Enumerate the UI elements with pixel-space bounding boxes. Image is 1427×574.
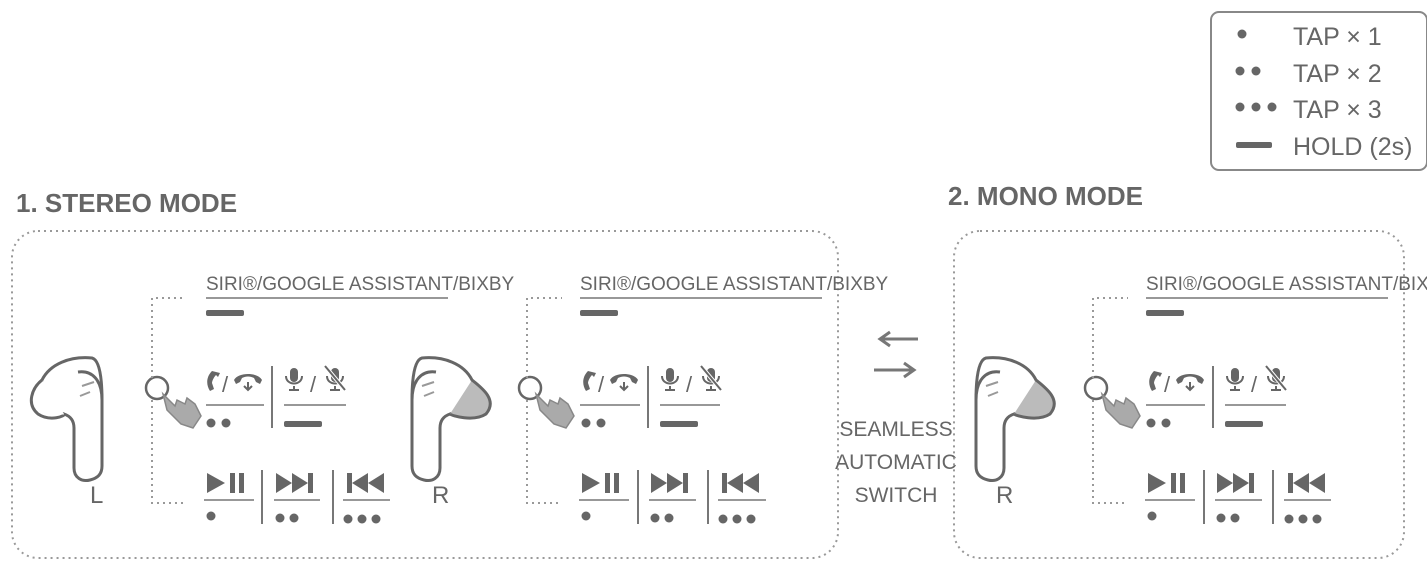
mic-mute-icon bbox=[1264, 364, 1288, 392]
legend-box bbox=[1210, 11, 1427, 171]
svg-text:/: / bbox=[310, 372, 317, 397]
legend-label-tap1: TAP × 1 bbox=[1293, 23, 1382, 51]
mic-icon bbox=[1226, 367, 1244, 391]
double-dot-icon bbox=[1235, 66, 1245, 76]
mic-icon bbox=[285, 367, 303, 391]
play-pause-icon bbox=[207, 473, 244, 493]
next-track-icon bbox=[651, 473, 688, 493]
stereo-dotted-frame bbox=[11, 230, 839, 559]
right-earbud-label: R bbox=[432, 482, 449, 509]
phone-hangup-icon bbox=[233, 373, 263, 391]
previous-track-icon bbox=[722, 473, 759, 493]
stereo-mode-panel: L SIRI®/GOOGLE ASSISTANT/BIXBY / / bbox=[11, 230, 889, 559]
previous-track-icon bbox=[347, 473, 384, 493]
switch-label-line3: SWITCH bbox=[855, 484, 938, 507]
earbud-icon bbox=[28, 356, 104, 482]
phone-answer-icon bbox=[583, 371, 596, 391]
hand-tap-icon bbox=[517, 375, 576, 430]
svg-text:/: / bbox=[598, 372, 605, 397]
mono-assistant-label: SIRI®/GOOGLE ASSISTANT/BIXBY bbox=[1146, 274, 1427, 295]
phone-answer-icon bbox=[1149, 371, 1162, 391]
mono-mode-title: 2. MONO MODE bbox=[948, 181, 1143, 211]
next-track-icon bbox=[276, 473, 313, 493]
arrow-right-icon bbox=[874, 361, 917, 379]
triple-dot-icon bbox=[1235, 102, 1245, 112]
switch-label-line2: AUTOMATIC bbox=[835, 451, 957, 474]
previous-track-icon bbox=[1288, 473, 1325, 493]
play-pause-icon bbox=[582, 473, 619, 493]
earbud-icon bbox=[410, 356, 492, 482]
phone-hangup-icon bbox=[1175, 373, 1205, 391]
svg-text:/: / bbox=[222, 372, 229, 397]
hand-tap-icon bbox=[1083, 375, 1142, 430]
next-track-icon bbox=[1217, 473, 1254, 493]
stereo-mode-title: 1. STEREO MODE bbox=[16, 188, 237, 218]
switch-label-line1: SEAMLESS bbox=[839, 418, 952, 441]
mono-mode-panel: R SIRI®/GOOGLE ASSISTANT/BIXBY / / bbox=[953, 230, 1427, 559]
svg-text:/: / bbox=[1251, 372, 1258, 397]
phone-answer-icon bbox=[207, 371, 220, 391]
arrow-left-icon bbox=[877, 330, 918, 348]
legend-label-hold: HOLD (2s) bbox=[1293, 133, 1412, 161]
switch-indicator: SEAMLESS AUTOMATIC SWITCH bbox=[835, 330, 957, 507]
left-earbud-label: L bbox=[90, 482, 103, 509]
phone-hangup-icon bbox=[609, 373, 639, 391]
mono-earbud-label: R bbox=[996, 482, 1013, 509]
legend-label-tap2: TAP × 2 bbox=[1293, 60, 1382, 88]
earbud-icon bbox=[974, 356, 1056, 482]
mono-dotted-frame bbox=[953, 230, 1405, 559]
hold-bar-icon bbox=[1236, 142, 1272, 148]
svg-text:/: / bbox=[686, 372, 693, 397]
right-assistant-label: SIRI®/GOOGLE ASSISTANT/BIXBY bbox=[580, 274, 889, 295]
legend: TAP × 1 TAP × 2 TAP × 3 HOLD (2s) bbox=[1210, 11, 1427, 171]
mic-mute-icon bbox=[699, 364, 723, 392]
left-assistant-label: SIRI®/GOOGLE ASSISTANT/BIXBY bbox=[206, 274, 515, 295]
mic-icon bbox=[661, 367, 679, 391]
mic-mute-icon bbox=[323, 364, 347, 392]
legend-label-tap3: TAP × 3 bbox=[1293, 96, 1382, 124]
play-pause-icon bbox=[1148, 473, 1185, 493]
single-dot-icon bbox=[1237, 29, 1247, 39]
hand-tap-icon bbox=[144, 375, 203, 430]
svg-text:/: / bbox=[1164, 372, 1171, 397]
